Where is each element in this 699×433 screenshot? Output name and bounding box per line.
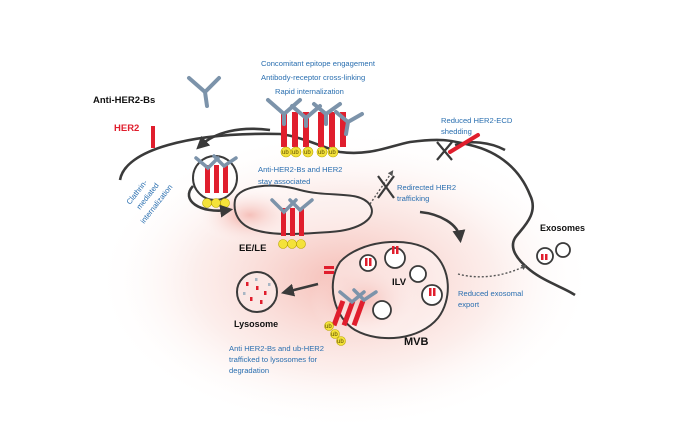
redirected-line-1: Redirected HER2 [397,183,456,192]
stay-associated-line-1: Anti-HER2-Bs and HER2 [258,165,342,174]
her2-legend-icon [151,126,155,148]
endosome-to-mvb-arrow [419,210,466,244]
surface-receptor-cluster [266,98,364,147]
mvb-to-lysosome-arrow [280,282,319,297]
svg-text:ub: ub [331,332,338,338]
ilv-label: ILV [392,277,407,288]
redirected-line-2: trafficking [397,194,429,203]
membrane-segment [454,140,506,152]
recycling-dotted-arrow [369,170,394,205]
svg-text:ub: ub [329,150,336,156]
ee-le-label: EE/LE [239,243,266,254]
mvb-label: MVB [404,336,429,348]
stay-associated-line-2: stay associated [258,177,310,186]
internalization-arrow [196,127,271,150]
vesicle-to-endosome-arrow [187,185,234,218]
svg-text:ub: ub [282,150,289,156]
trafficked-line-2: trafficked to lysosomes for [229,355,318,364]
exosome-particles [536,242,571,265]
exosomal-line-2: export [458,300,480,309]
svg-text:ub: ub [325,324,332,330]
svg-text:ub: ub [292,150,299,156]
legend-antibody-label: Anti-HER2-Bs [93,95,155,106]
vesicle-receptors [194,154,238,208]
lysosome-fragments [243,278,271,304]
lysosome-label: Lysosome [234,319,278,329]
svg-text:ub: ub [318,150,325,156]
endosome-receptors [270,198,314,249]
trafficked-line-1: Anti HER2-Bs and ub-HER2 [229,344,324,353]
exosomal-line-1: Reduced exosomal [458,289,523,298]
shed-ecd-crossed [436,133,480,161]
trafficked-line-3: degradation [229,366,269,375]
svg-text:ub: ub [304,150,311,156]
antibody-legend-icon [187,76,221,108]
intraluminal-vesicles [324,246,443,320]
ub-tags-surface: ub ub ub ub ub [280,146,339,158]
mvb-receptor-cluster: ub ub ub [324,288,378,346]
internalization-label: Rapid internalization [275,87,344,96]
exosomes-label: Exosomes [540,223,585,233]
crosslink-label: Antibody-receptor cross-linking [261,73,365,82]
ecd-shedding-line-2: shedding [441,127,472,136]
legend-her2-label: HER2 [114,123,139,134]
blocked-recycling-cross-icon [377,175,395,199]
ecd-shedding-line-1: Reduced HER2-ECD [441,116,513,125]
epitope-label: Concomitant epitope engagement [261,59,376,68]
svg-text:ub: ub [337,339,344,345]
